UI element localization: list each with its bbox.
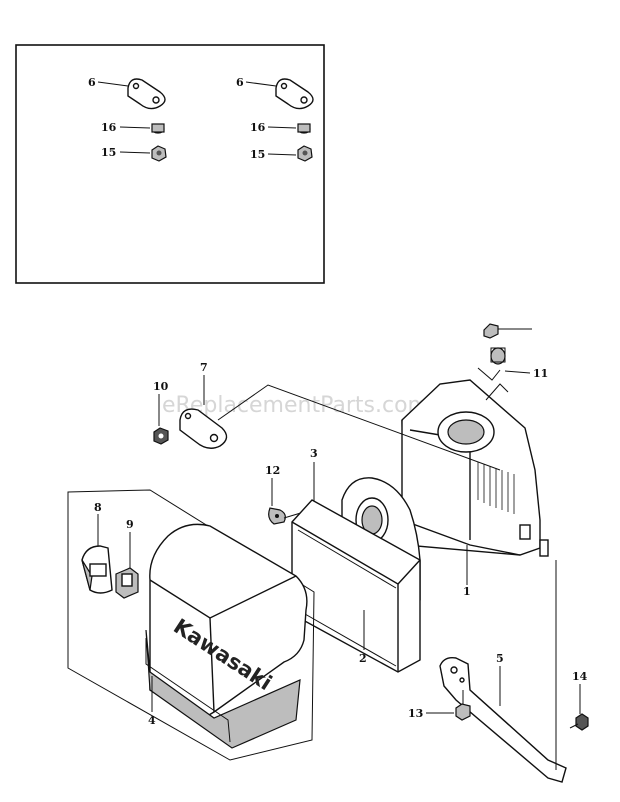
holder — [115, 567, 139, 599]
callout-inset-washer-right: 16 — [250, 121, 266, 134]
bolt-13 — [455, 690, 471, 721]
callout-screw-14: 14 — [572, 670, 588, 683]
callout-base: 1 — [463, 585, 471, 598]
inset-gasket-left — [127, 78, 166, 110]
inset-nut-right — [297, 145, 313, 162]
air-filter-element — [291, 499, 421, 673]
inset-box: 6 16 15 6 16 15 — [15, 44, 325, 284]
callout-bracket: 5 — [496, 652, 504, 665]
air-cleaner-base — [401, 379, 549, 557]
watermark-text: eReplacementParts.com — [162, 393, 429, 418]
callout-clamp: 12 — [265, 464, 280, 477]
inset-gasket-right — [275, 78, 314, 110]
bracket — [439, 656, 567, 783]
callout-inset-gasket-right: 6 — [236, 76, 244, 89]
callout-bolt-13: 13 — [408, 707, 423, 720]
callout-inset-nut-right: 15 — [250, 148, 265, 161]
inset-nut-left — [151, 145, 167, 162]
air-cleaner-cover: Kawasaki — [145, 523, 308, 749]
callout-nut: 10 — [153, 380, 169, 393]
callout-holder: 9 — [126, 518, 134, 531]
callout-inset-nut-left: 15 — [101, 146, 116, 159]
base-cooling-fins — [477, 462, 515, 514]
callout-pre-cleaner: 3 — [310, 447, 318, 460]
gasket — [179, 408, 228, 449]
callout-cover: 4 — [148, 714, 156, 727]
bolt-washer — [483, 323, 532, 365]
callout-clip: 8 — [94, 501, 102, 514]
callout-inset-gasket-left: 6 — [88, 76, 96, 89]
inset-washer-left — [151, 123, 165, 134]
callout-gasket: 7 — [200, 361, 208, 374]
screw-14 — [569, 713, 589, 731]
callout-inset-washer-left: 16 — [101, 121, 117, 134]
callout-bolt-washer: 11 — [533, 367, 548, 380]
nut — [153, 427, 169, 445]
clamp — [268, 507, 286, 525]
clip — [81, 545, 113, 594]
inset-washer-right — [297, 123, 311, 134]
callout-element: 2 — [359, 652, 367, 665]
